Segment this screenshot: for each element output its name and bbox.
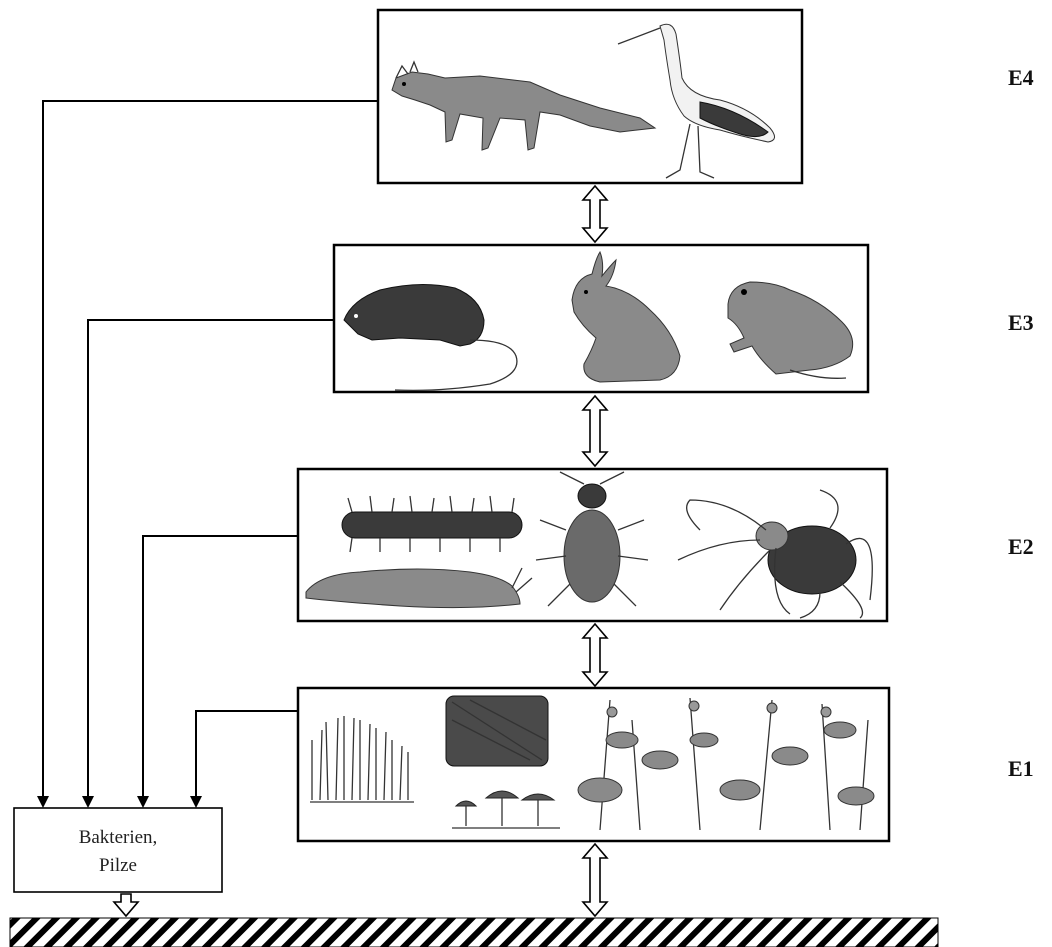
- level-box-e3: [334, 245, 868, 392]
- level-label-e1: E1: [1008, 756, 1034, 781]
- arrow-decomposers-soil: [114, 894, 138, 916]
- level-box-e4: [378, 10, 802, 183]
- decomposers-box: Bakterien, Pilze: [14, 808, 222, 892]
- level-box-e2: [298, 469, 887, 621]
- connector-e3-decomposers: [82, 320, 334, 808]
- soil-band: [10, 918, 938, 947]
- level-label-e2: E2: [1008, 534, 1034, 559]
- arrow-e4-e3: [583, 186, 607, 242]
- decomposers-label-line1: Bakterien,: [79, 827, 158, 848]
- level-label-e4: E4: [1008, 65, 1034, 90]
- arrow-e2-e1: [583, 624, 607, 686]
- arrow-e3-e2: [583, 396, 607, 466]
- connector-e2-decomposers: [137, 536, 298, 808]
- level-box-e1: [298, 688, 889, 841]
- level-label-e3: E3: [1008, 310, 1034, 335]
- arrow-e1-soil: [583, 844, 607, 916]
- lichen-icon: [446, 696, 548, 766]
- connector-e1-decomposers: [190, 711, 298, 808]
- decomposers-label-line2: Pilze: [99, 855, 137, 876]
